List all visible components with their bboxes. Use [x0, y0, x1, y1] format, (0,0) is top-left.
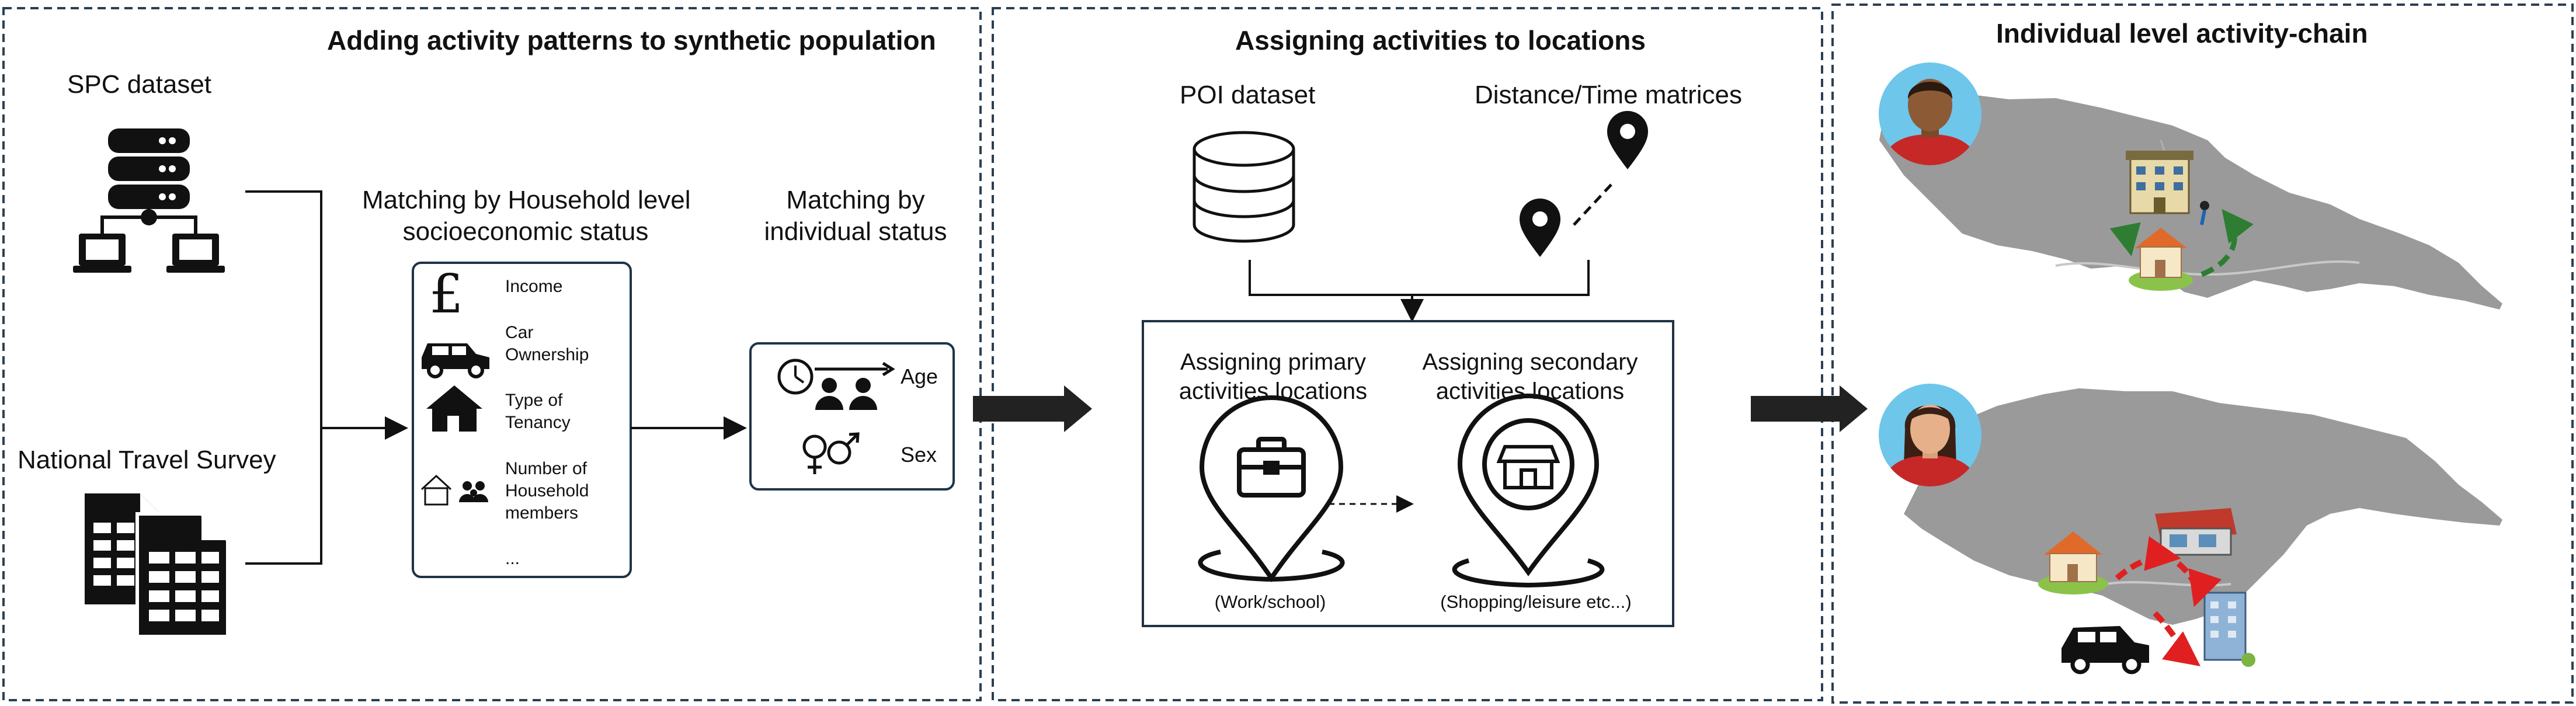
briefcase-pin-icon [1198, 395, 1345, 583]
panel-1-to-2-arrow [973, 385, 1092, 432]
home-icon-top [2129, 228, 2193, 291]
house-icon [426, 385, 482, 432]
person-walking-icon [2200, 201, 2209, 225]
individual-item-age: Age [901, 364, 938, 388]
primary-heading-line2: activities locations [1179, 378, 1368, 404]
secondary-heading-line1: Assigning secondary [1422, 349, 1638, 375]
primary-caption: (Work/school) [1214, 592, 1326, 612]
green-down-arrow [2109, 222, 2141, 256]
nts-label: National Travel Survey [18, 446, 276, 474]
tall-building-icon [2203, 592, 2255, 667]
car-icon-map [2062, 626, 2149, 674]
household-heading-line2: socioeconomic status [402, 217, 649, 246]
household-heading-line1: Matching by Household level [362, 186, 691, 214]
panel-1-title: Adding activity patterns to synthetic po… [327, 25, 936, 55]
home-icon-bottom [2038, 531, 2108, 594]
office-building-icon [2126, 151, 2193, 214]
secondary-heading-line2: activities locations [1435, 378, 1625, 404]
household-item-car-line2: Ownership [505, 345, 589, 364]
household-item-car-line1: Car [505, 323, 534, 342]
panel-2-title: Assigning activities to locations [1235, 25, 1646, 55]
red-arrow-home-to-shop [2115, 536, 2181, 580]
red-arrow-to-destination [2153, 611, 2200, 667]
region-map-bottom [1904, 388, 2502, 625]
database-network-icon [73, 128, 225, 273]
household-members-icon [420, 474, 488, 506]
panel-2-to-3-arrow [1751, 385, 1868, 432]
individual-heading-line1: Matching by [786, 186, 925, 214]
individual-item-sex: Sex [901, 443, 937, 467]
poi-dataset-label: POI dataset [1180, 81, 1316, 109]
clock-people-icon [777, 359, 895, 410]
primary-heading-line1: Assigning primary [1180, 349, 1366, 375]
household-item-tenancy-line2: Tenancy [505, 413, 571, 432]
green-curved-arrow [2200, 208, 2254, 277]
distance-time-matrices-label: Distance/Time matrices [1475, 81, 1743, 109]
shop-building-icon [2155, 508, 2237, 556]
poi-database-icon [1193, 131, 1295, 243]
shop-pin-icon [1452, 394, 1605, 588]
spc-connector [245, 190, 322, 565]
panel-3-frame [1831, 4, 2574, 704]
secondary-caption: (Shopping/leisure etc...) [1440, 592, 1632, 612]
household-item-members-line2: Household [505, 481, 589, 500]
individual-heading-line2: individual status [764, 217, 947, 246]
pois-merge-connector [1249, 260, 1590, 296]
avatar-female [1879, 384, 1981, 486]
household-ellipsis: ... [505, 549, 520, 568]
red-arrow-shop-to-building [2176, 561, 2222, 607]
pound-icon: £ [429, 263, 464, 325]
household-item-tenancy-line1: Type of [505, 391, 563, 410]
panel-1-frame [2, 7, 982, 701]
panel-3-title: Individual level activity-chain [1996, 18, 2368, 48]
spc-dataset-label: SPC dataset [67, 70, 212, 99]
household-item-members-line3: members [505, 503, 579, 523]
panel-2-frame [992, 7, 1823, 701]
household-item-members-line1: Number of [505, 459, 587, 478]
household-item-income: Income [505, 277, 563, 296]
avatar-male [1879, 62, 1981, 165]
car-icon [422, 343, 489, 378]
location-pins-icon [1520, 111, 1648, 257]
gender-icon [802, 432, 860, 474]
spreadsheet-icon [85, 493, 230, 638]
